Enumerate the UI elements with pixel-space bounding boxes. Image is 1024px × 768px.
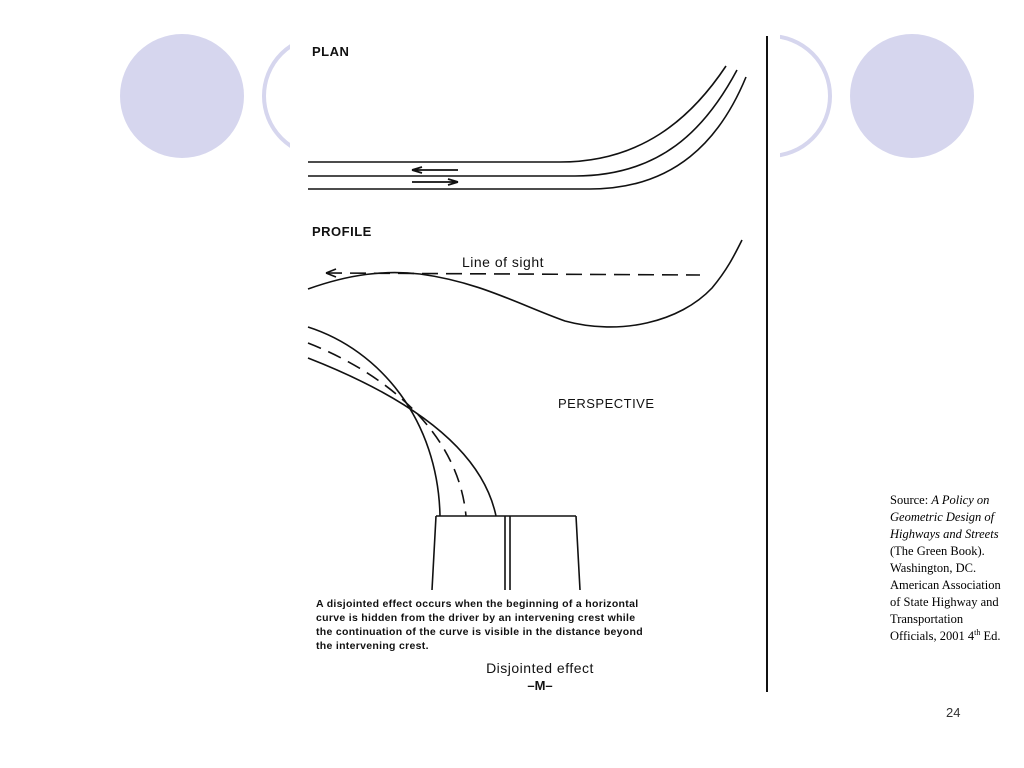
line-of-sight-label: Line of sight — [462, 254, 544, 270]
perspective-road-inner — [307, 357, 497, 517]
perspective-road-outer — [307, 326, 441, 517]
caption-line: the intervening crest. — [316, 640, 429, 652]
source-details: (The Green Book). Washington, DC. Americ… — [890, 544, 1001, 643]
plan-arrow-left — [411, 166, 458, 174]
perspective-label: PERSPECTIVE — [558, 396, 655, 411]
source-suffix: Ed. — [980, 629, 1001, 643]
scanned-figure — [290, 28, 780, 728]
line-of-sight-arrowhead — [325, 268, 337, 278]
source-prefix: Source: — [890, 493, 932, 507]
caption-line: the continuation of the curve is visible… — [316, 626, 643, 638]
decorative-circle-right — [850, 34, 974, 158]
line-of-sight — [325, 272, 701, 276]
plan-road-edge-top — [308, 65, 727, 163]
source-superscript: th — [974, 627, 981, 637]
plan-arrow-right — [412, 178, 459, 186]
figure-code: –M– — [527, 678, 553, 693]
caption-line: curve is hidden from the driver by an in… — [316, 612, 636, 624]
figure-title: Disjointed effect — [486, 660, 594, 676]
source-book-title: A Policy on Geometric Design of Highways… — [890, 493, 999, 541]
source-citation: Source: A Policy on Geometric Design of … — [890, 492, 1008, 645]
caption-line: A disjointed effect occurs when the begi… — [316, 598, 639, 610]
plan-road-centerline — [308, 69, 738, 177]
figure-border-line — [766, 36, 768, 692]
plan-label: PLAN — [312, 44, 350, 59]
perspective-near-road — [431, 515, 581, 591]
perspective-road-center — [307, 342, 467, 517]
slide-number: 24 — [946, 705, 961, 720]
profile-label: PROFILE — [312, 224, 372, 239]
decorative-circle-left — [120, 34, 244, 158]
plan-road-edge-bottom — [308, 76, 747, 190]
figure-caption: A disjointed effect occurs when the begi… — [316, 597, 716, 653]
